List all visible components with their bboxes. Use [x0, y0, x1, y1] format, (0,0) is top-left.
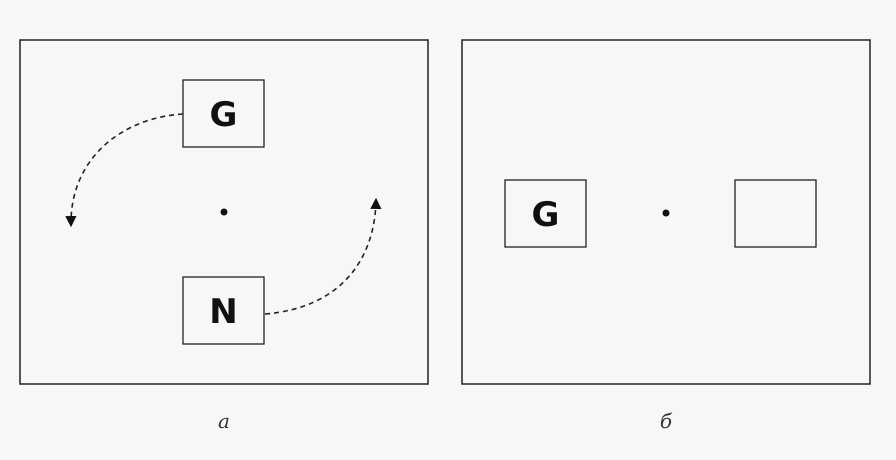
panel-a-box-top-label: G: [210, 95, 238, 135]
panel-b-center-dot: [662, 209, 670, 217]
panel-a: G N: [19, 39, 429, 385]
panel-a-center-dot: [220, 208, 228, 216]
panel-a-box-top: G: [182, 79, 265, 148]
panel-b-box-right: [734, 179, 817, 248]
panel-a-arrow-left: [65, 113, 184, 228]
panel-a-box-bottom: N: [182, 276, 265, 345]
panel-b-box-left-label: G: [532, 195, 560, 235]
panel-b-box-left: G: [504, 179, 587, 248]
panel-a-caption: а: [218, 409, 230, 433]
panel-b: G: [461, 39, 871, 385]
panel-b-caption: б: [660, 409, 673, 433]
panel-a-box-bottom-label: N: [209, 292, 237, 332]
panel-a-arrow-right: [264, 197, 382, 315]
